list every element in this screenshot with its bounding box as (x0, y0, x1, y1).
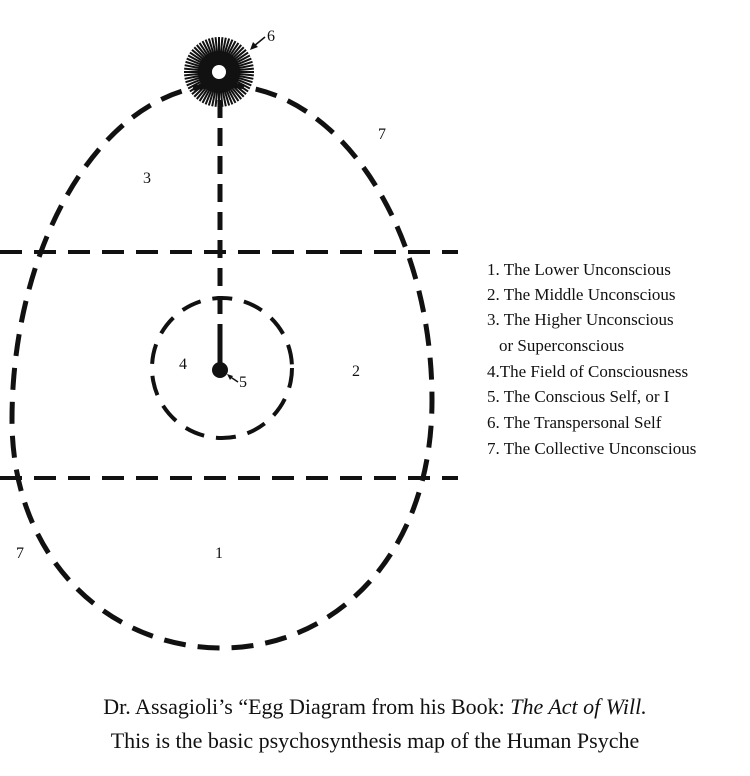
legend-item: 1. The Lower Unconscious (487, 260, 671, 279)
transpersonal-self-sun (184, 37, 254, 107)
label-6: 6 (267, 28, 275, 45)
caption-book-title: The Act of Will. (510, 694, 647, 719)
arrow-6-head (250, 42, 258, 50)
legend-item: 7. The Collective Unconscious (487, 439, 697, 458)
label-5: 5 (239, 374, 247, 391)
legend-item: 6. The Transpersonal Self (487, 413, 662, 432)
caption-line-2: This is the basic psychosynthesis map of… (110, 728, 640, 753)
label-7-left: 7 (16, 545, 24, 562)
label-7-top: 7 (378, 126, 386, 143)
egg-outline (9, 82, 435, 651)
legend-item: 4.The Field of Consciousness (487, 362, 689, 381)
legend-item: 3. The Higher Unconscious (487, 310, 674, 329)
legend-item: 5. The Conscious Self, or I (487, 387, 670, 406)
arrow-5-head (227, 374, 233, 380)
sun-center (212, 65, 226, 79)
caption-line-1: Dr. Assagioli’s “Egg Diagram from his Bo… (0, 694, 750, 720)
legend-item: or Superconscious (499, 336, 625, 355)
caption-prefix: Dr. Assagioli’s “Egg Diagram from his Bo… (103, 694, 511, 719)
label-1: 1 (215, 545, 223, 562)
label-3: 3 (143, 170, 151, 187)
arrow-6 (253, 36, 266, 47)
label-2: 2 (352, 363, 360, 380)
conscious-self-dot (212, 362, 228, 378)
legend-item: 2. The Middle Unconscious (487, 285, 676, 304)
label-4: 4 (179, 356, 187, 373)
